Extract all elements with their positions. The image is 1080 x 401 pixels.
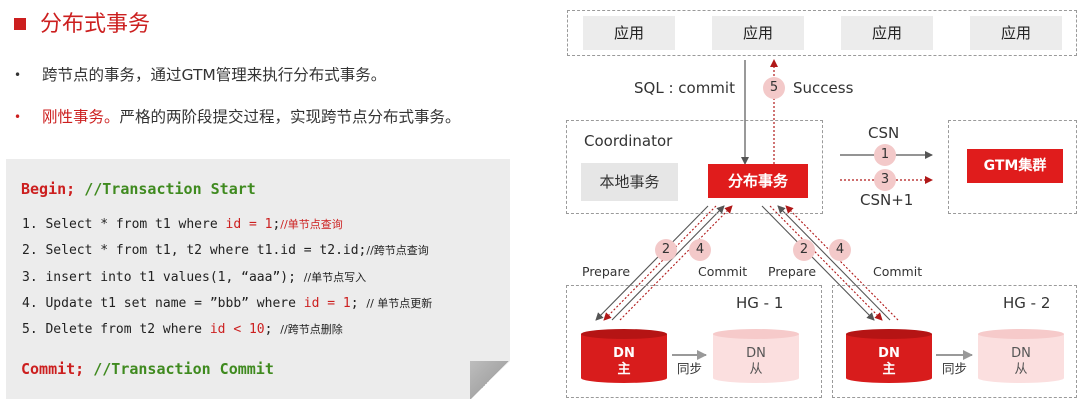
dn-primary-hg2-cylinder <box>846 329 932 383</box>
arrow-ack-hg2 <box>777 205 891 321</box>
code-highlight: id = 1 <box>225 217 273 232</box>
code-text: ; <box>264 322 281 337</box>
application-box: 应用 <box>841 16 933 50</box>
gtm-group <box>948 120 1077 214</box>
application-box: 应用 <box>583 16 675 50</box>
dn-text: DN <box>1011 346 1031 361</box>
commit-label-hg2: Commit <box>873 264 923 279</box>
hg2-group <box>832 285 1077 398</box>
dn-role: 从 <box>749 362 763 377</box>
code-highlight: id < 10 <box>209 322 265 337</box>
dn-text: DN <box>746 346 766 361</box>
local-transaction-box: 本地事务 <box>581 163 678 201</box>
code-line-4: 4. Update t1 set name = ”bbb” where id =… <box>22 295 432 313</box>
csn-plus-label: CSN+1 <box>860 191 914 209</box>
prepare-label-hg2: Prepare <box>768 264 817 279</box>
step-5-badge: 5 <box>763 77 785 99</box>
bullet-rigid-tx: 刚性事务。严格的两阶段提交过程，实现跨节点分布式事务。 <box>42 106 461 128</box>
hg1-group <box>566 285 822 398</box>
step-1-badge: 1 <box>874 144 896 166</box>
title-marker <box>14 18 26 30</box>
application-box: 应用 <box>712 16 804 50</box>
code-line-1: 1. Select * from t1 where id = 1;//单节点查询 <box>22 216 343 234</box>
arrow-commit-hg2 <box>769 205 883 321</box>
step-2-badge-left: 2 <box>655 239 677 261</box>
code-panel <box>6 159 510 399</box>
applications-group <box>567 10 1077 56</box>
sync-label-hg1: 同步 <box>677 361 703 376</box>
dn-role: 主 <box>882 362 896 377</box>
bullet-marker: • <box>14 110 22 124</box>
dn-role: 从 <box>1014 362 1028 377</box>
code-text: 2. Select * from t1, t2 where t1.id = t2… <box>22 243 367 258</box>
prepare-label-hg1: Prepare <box>582 264 631 279</box>
success-label: Success <box>793 79 854 97</box>
code-comment: //单节点查询 <box>280 218 343 231</box>
code-text: 1. Select * from t1 where <box>22 217 226 232</box>
step-2-badge-right: 2 <box>793 239 815 261</box>
code-begin: Begin; //Transaction Start <box>21 179 256 199</box>
coordinator-group <box>566 120 823 214</box>
commit-keyword: Commit; <box>21 360 85 378</box>
begin-comment: //Transaction Start <box>84 180 256 198</box>
dn-primary-hg1-cylinder <box>581 329 667 383</box>
page-title: 分布式事务 <box>40 12 151 37</box>
step-4-badge-left: 4 <box>689 239 711 261</box>
rigid-tx-highlight: 刚性事务。 <box>42 108 120 126</box>
step-3-badge: 3 <box>874 169 896 191</box>
distributed-transaction-box: 分布事务 <box>708 164 808 198</box>
code-comment: // 单节点更新 <box>366 297 433 310</box>
coordinator-label: Coordinator <box>584 132 673 150</box>
hg1-label: HG - 1 <box>736 294 784 312</box>
dn-text: DN <box>613 346 635 361</box>
code-text: 4. Update t1 set name = ”bbb” where <box>22 296 304 311</box>
arrow-prepare-hg2 <box>761 205 875 321</box>
arrow-commit-hg1 <box>603 205 717 321</box>
code-text: ; <box>350 296 367 311</box>
arrow-ack-hg1 <box>611 205 725 321</box>
application-box: 应用 <box>970 16 1062 50</box>
csn-label: CSN <box>868 124 900 142</box>
gtm-cluster-box: GTM集群 <box>967 149 1063 183</box>
bullet-distributed-tx: 跨节点的事务，通过GTM管理来执行分布式事务。 <box>42 66 387 84</box>
dn-replica-hg2-cylinder <box>978 329 1064 383</box>
begin-keyword: Begin; <box>21 180 76 198</box>
commit-comment: //Transaction Commit <box>93 360 274 378</box>
sql-commit-label: SQL : commit <box>634 79 735 97</box>
code-commit: Commit; //Transaction Commit <box>21 359 274 379</box>
code-line-5: 5. Delete from t2 where id < 10; //跨节点删除 <box>22 321 343 339</box>
code-comment: //跨节点查询 <box>366 244 429 257</box>
code-comment: //单节点写入 <box>303 271 367 284</box>
arrow-ack2-hg2 <box>785 205 899 321</box>
code-line-2: 2. Select * from t1, t2 where t1.id = t2… <box>22 242 429 260</box>
dn-text: DN <box>878 346 900 361</box>
hg2-label: HG - 2 <box>1003 294 1051 312</box>
dn-role: 主 <box>617 362 631 377</box>
code-highlight: id = 1 <box>303 296 351 311</box>
dn-replica-hg1-cylinder <box>713 329 799 383</box>
code-text: 5. Delete from t2 where <box>22 322 210 337</box>
code-text: ; <box>272 217 281 232</box>
step-4-badge-right: 4 <box>829 239 851 261</box>
code-text: 3. insert into t1 values(1, “aaa”); <box>22 270 304 285</box>
commit-label-hg1: Commit <box>698 264 748 279</box>
page-curl <box>470 361 510 399</box>
rigid-tx-text: 严格的两阶段提交过程，实现跨节点分布式事务。 <box>119 108 461 126</box>
sync-label-hg2: 同步 <box>942 361 968 376</box>
arrow-prepare-hg1 <box>595 205 709 321</box>
bullet-marker: • <box>14 68 22 82</box>
code-line-3: 3. insert into t1 values(1, “aaa”); //单节… <box>22 269 366 287</box>
arrow-ack2-hg1 <box>619 205 733 321</box>
code-comment: //跨节点删除 <box>280 323 343 336</box>
